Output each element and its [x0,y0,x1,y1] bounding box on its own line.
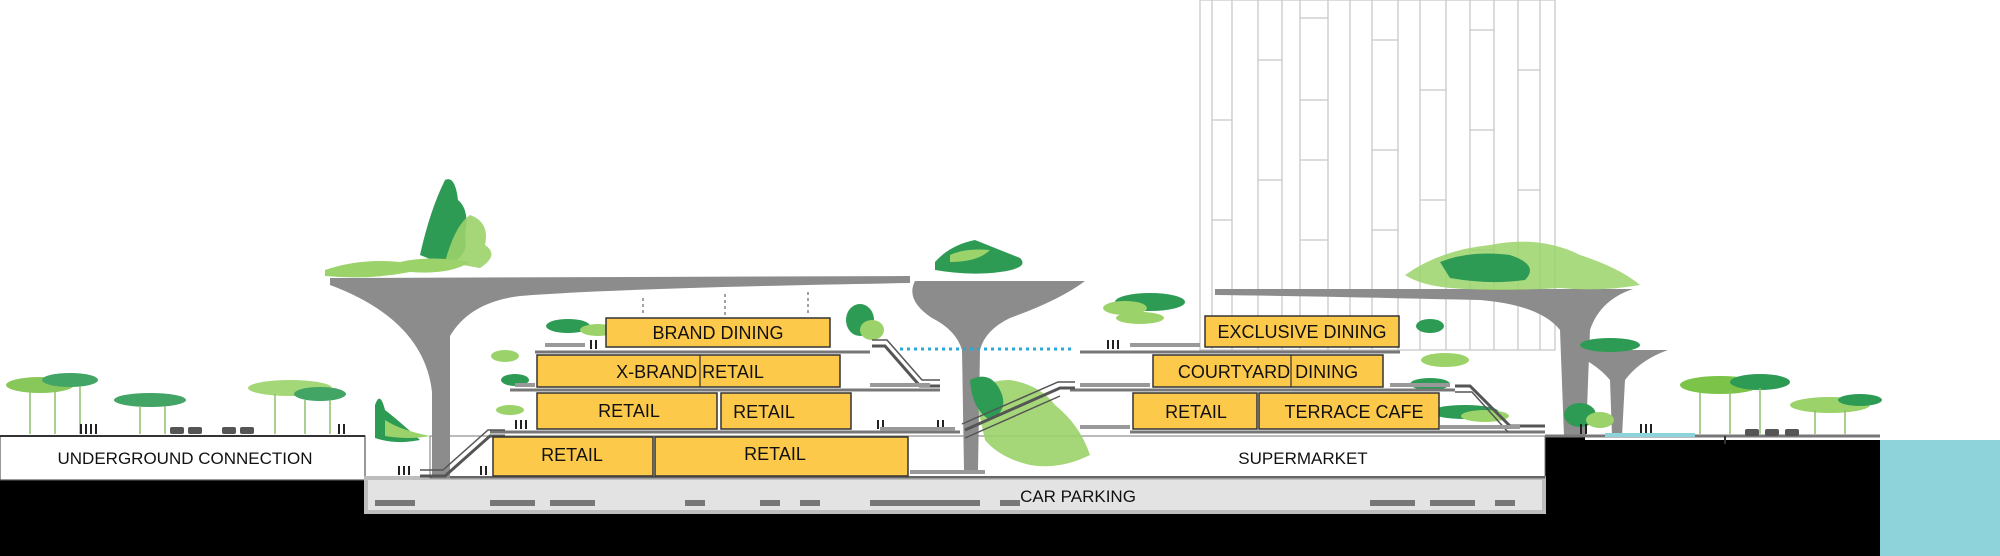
escalators [420,339,1545,478]
label-supermarket: SUPERMARKET [1238,449,1367,468]
unit-courtyard-dining [1152,354,1384,388]
label-retail-l1-a: RETAIL [541,445,603,465]
people-figures [80,340,1652,475]
floor-slabs [490,350,1880,438]
label-retail-l2-b: RETAIL [733,402,795,422]
escalator-left [420,434,505,478]
right-canopy [1215,289,1633,436]
water-body [1880,440,2000,556]
label-exclusive-dining: EXCLUSIVE DINING [1217,322,1386,342]
label-retail-right: RETAIL [1165,402,1227,422]
unit-retail-l2-b [720,392,852,430]
unit-retail-l1-b [654,436,909,477]
canopy-structures [330,276,1668,478]
cars [170,427,1799,506]
label-xbrand-retail: X-BRAND RETAIL [616,362,764,382]
unit-exclusive-dining [1204,315,1400,348]
ground-right [1545,440,1880,556]
escalator-center [964,386,1075,432]
unit-terrace-cafe [1258,392,1440,430]
unit-retail-right [1132,392,1258,430]
program-units [492,315,1440,477]
ground-left-strip [0,480,365,556]
label-courtyard-dining: COURTYARD DINING [1178,362,1358,382]
label-brand-dining: BRAND DINING [652,323,783,343]
label-retail-l1-b: RETAIL [744,444,806,464]
left-canopy [330,276,910,478]
unit-retail-l2-a [536,392,718,430]
greenery [6,179,1882,467]
label-retail-l2-a: RETAIL [598,401,660,421]
right-basement-block [1545,436,1585,556]
unit-retail-l1-a [492,436,654,477]
small-mushroom-canopy [1565,350,1668,436]
label-underground-connection: UNDERGROUND CONNECTION [58,449,313,468]
unit-xbrand-retail [536,354,841,388]
underground-connection [0,435,366,481]
unit-brand-dining [605,317,831,348]
car-parking [364,476,1546,514]
label-terrace-cafe: TERRACE CAFE [1284,402,1423,422]
center-mushroom-canopy [912,281,1085,470]
label-car-parking: CAR PARKING [1020,487,1136,506]
